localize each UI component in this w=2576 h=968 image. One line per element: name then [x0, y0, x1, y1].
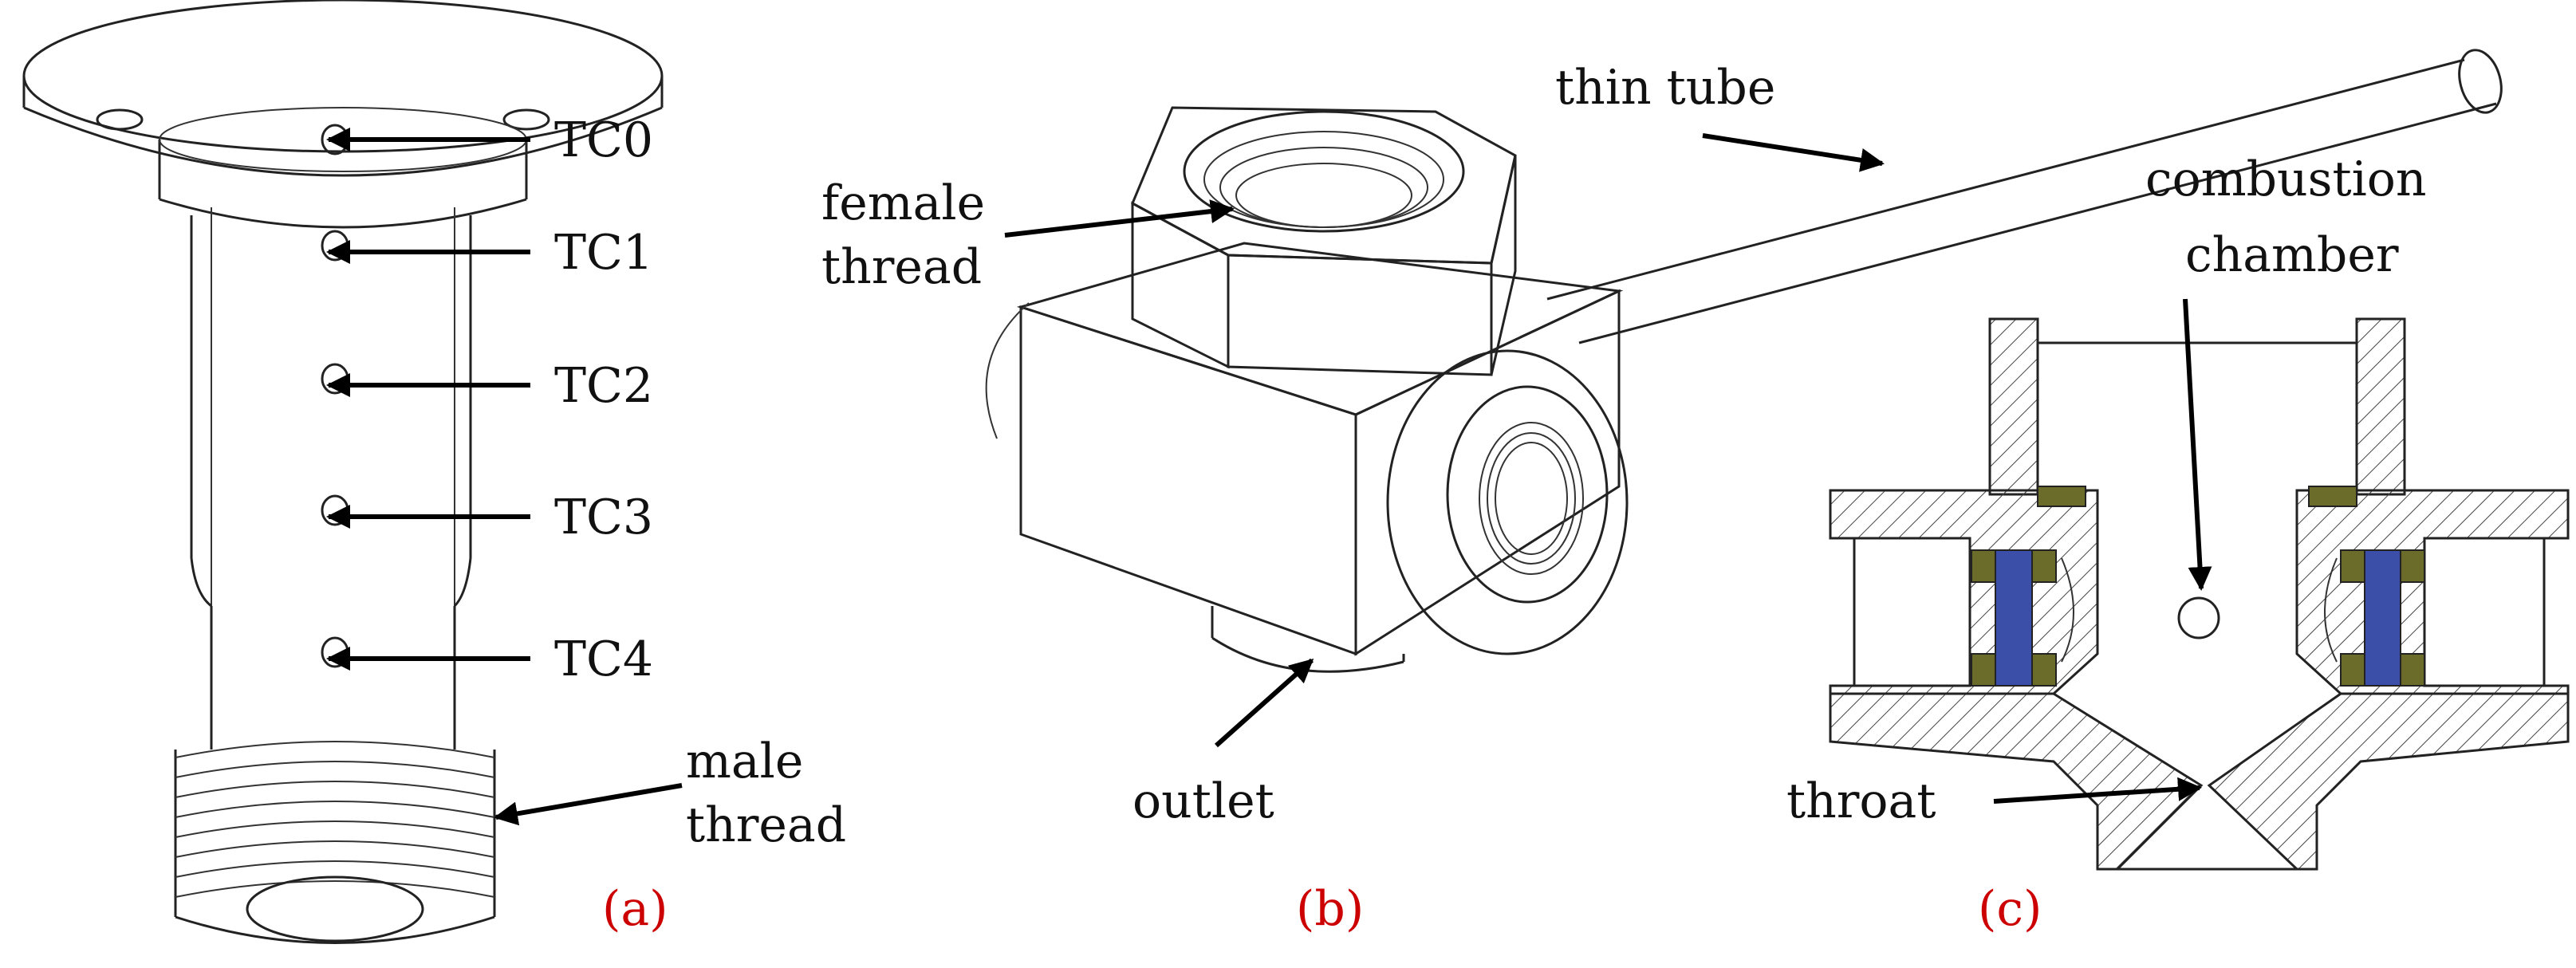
panel-c-arrows	[1993, 298, 2212, 804]
panel-a-arrows	[326, 128, 683, 826]
label-combustion-chamber-line2: chamber	[2185, 227, 2399, 283]
label-male-thread-line2: thread	[686, 797, 846, 853]
caption-a: (a)	[602, 881, 668, 937]
panel-b-arrows	[1004, 133, 1885, 748]
label-tc4: TC4	[554, 632, 653, 687]
label-throat: throat	[1786, 773, 1936, 829]
panel-b-drawing	[985, 49, 2503, 673]
caption-c: (c)	[1978, 881, 2042, 937]
panel-c-drawing	[1829, 317, 2570, 871]
caption-b: (b)	[1296, 881, 1364, 937]
label-female-thread-line2: thread	[821, 239, 982, 295]
label-tc3: TC3	[554, 490, 653, 545]
label-tc1: TC1	[554, 225, 653, 281]
label-thin-tube: thin tube	[1555, 60, 1775, 116]
label-combustion-chamber-line1: combustion	[2145, 151, 2427, 207]
label-female-thread-line1: female	[821, 175, 985, 231]
label-tc0: TC0	[554, 112, 653, 168]
label-tc2: TC2	[554, 358, 653, 414]
label-male-thread-line1: male	[686, 734, 803, 789]
label-outlet: outlet	[1132, 773, 1274, 829]
